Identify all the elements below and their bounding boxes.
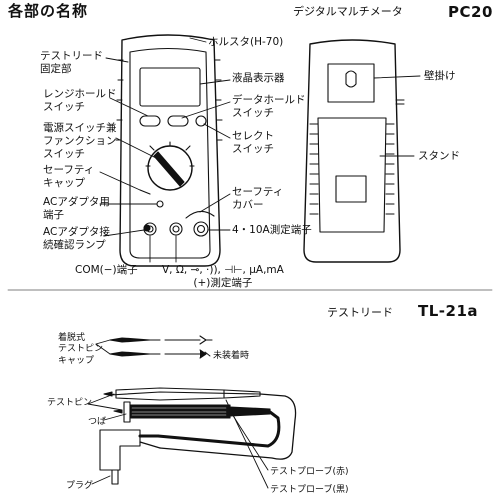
data-hold-button[interactable] (167, 115, 189, 127)
leads-leader-lines (87, 393, 269, 489)
lcd-label: 液晶表示器 (232, 72, 285, 84)
plug (99, 429, 141, 471)
test-leads (95, 335, 297, 485)
stand (317, 117, 387, 233)
ac-adapter-lamp-label: ACアダプタ接 続確認ランプ (43, 226, 110, 252)
wall-hook (327, 63, 375, 103)
product-type-label: デジタルマルチメータ (293, 5, 403, 18)
safety-cover-label: セーフティ カバー (232, 186, 284, 212)
select-button[interactable] (195, 115, 207, 127)
range-hold-button[interactable] (139, 115, 161, 127)
back-leader-lines (373, 75, 421, 157)
measure-terminal-label: V, Ω, ⊸, ·)), ⊣⊢, μA,mA (+)測定端子 (162, 264, 284, 290)
com-terminal-label: COM(−)端子 (75, 264, 138, 276)
ac-adapter-jack-label: ACアダプタ用 端子 (43, 196, 110, 222)
probe-black-body (127, 404, 231, 419)
pin-cap-red (109, 337, 151, 343)
plug-label: プラグ (66, 481, 94, 491)
range-hold-label: レンジホールド スイッチ (43, 88, 117, 114)
measure-terminal[interactable] (169, 222, 183, 236)
page-title: 各部の名称 (8, 2, 89, 20)
multimeter-front (115, 34, 223, 267)
not-attached-label: 未装着時 (213, 351, 250, 361)
data-hold-label: データホールド スイッチ (232, 94, 306, 120)
probe-black-label: テストプローブ(黒) (270, 485, 349, 495)
lead-holder-label: テストリード 固定部 (40, 50, 103, 76)
select-switch-label: セレクト スイッチ (232, 130, 274, 156)
stand-label: スタンド (418, 150, 460, 162)
wall-hook-label: 壁掛け (424, 70, 456, 82)
safety-cap-label: セーフティ キャップ (43, 164, 95, 190)
product-model-label: PC20 (448, 3, 493, 21)
pin-cap-black (109, 351, 151, 357)
flange-label: つば (88, 417, 107, 427)
holster-label: ホルスタ(H-70) (208, 36, 284, 48)
leads-model-label: TL-21a (418, 302, 479, 320)
com-terminal[interactable] (143, 222, 157, 236)
power-function-switch-label: 電源スイッチ兼 ファンクション スイッチ (43, 122, 117, 161)
terminal-4-10a-label: 4・10A測定端子 (232, 224, 312, 236)
multimeter-back (303, 39, 405, 263)
probe-red-label: テストプローブ(赤) (270, 467, 349, 477)
pin-cap-label: 着脱式 テストピン キャップ (58, 333, 104, 366)
ac-adapter-jack[interactable] (156, 200, 164, 208)
terminal-4-10a[interactable] (193, 221, 209, 237)
test-pin-label: テストピン (47, 398, 93, 408)
leads-title-label: テストリード (327, 306, 393, 319)
meter-leader-lines (99, 37, 231, 263)
lcd-display (139, 67, 201, 107)
